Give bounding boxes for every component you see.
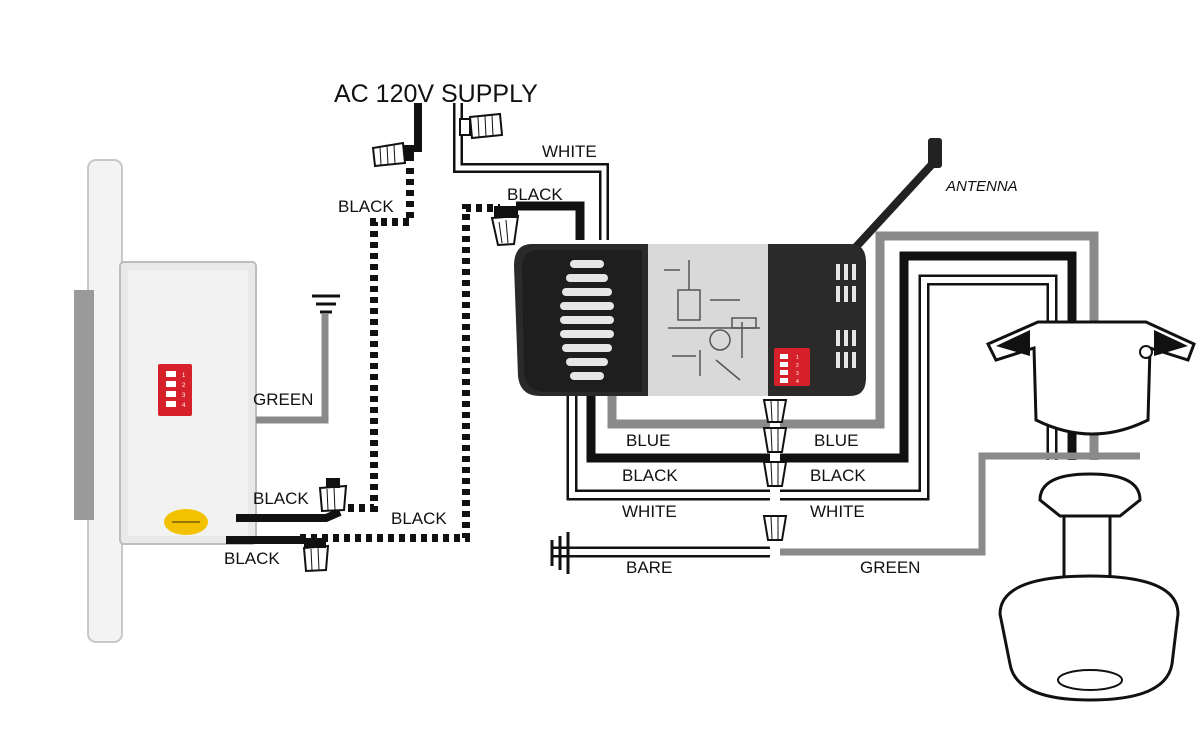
receiver-right-vents [836, 264, 856, 368]
switch-green-label: GREEN [253, 390, 313, 409]
junction-wire-nuts [762, 399, 788, 541]
receiver-dip-body [774, 348, 810, 386]
receiver-blue-wire [607, 395, 770, 429]
supply-white-wire-core [455, 103, 607, 240]
receiver-dip-switch [774, 348, 810, 386]
dashed-black-switch-to-receiver [300, 204, 500, 542]
wire-nut-icon [459, 112, 504, 140]
switch-dip-toggle [166, 381, 176, 387]
bottom-black-label: BLACK [391, 509, 447, 528]
wire-nut-icon [762, 461, 788, 487]
receiver-white-core [569, 395, 770, 498]
receiver-label-sticker [648, 244, 768, 396]
switch-black-top-label: BLACK [253, 489, 309, 508]
receiver-black-wire [586, 395, 770, 463]
switch-dip-switch [158, 364, 192, 416]
receiver-dip-toggle [780, 370, 788, 375]
receiver-wiring-diagram-illustration [664, 260, 760, 381]
supply-title: AC 120V SUPPLY [334, 80, 538, 108]
receiver-black-input [516, 201, 585, 240]
dashed-black-supply-to-switch [345, 168, 414, 512]
fan-motor-housing [998, 574, 1180, 702]
receiver-unit [514, 138, 942, 396]
wire-nut-icon [762, 427, 788, 453]
supply-white-label: WHITE [542, 142, 597, 161]
antenna-tip [928, 138, 942, 168]
fan-white-label: WHITE [810, 502, 865, 521]
switch-green-path [256, 314, 329, 424]
switch-dip-number: 2 [182, 383, 186, 389]
receiver-black-label: BLACK [622, 466, 678, 485]
receiver-dip-number: 4 [796, 379, 799, 385]
fan-blue-wire [780, 231, 1099, 460]
fan-black-label: BLACK [810, 466, 866, 485]
receiver-dip-toggle [780, 378, 788, 383]
warning-sticker [164, 509, 208, 535]
receiver-vents [560, 260, 614, 380]
ground-bare-label: BARE [626, 558, 672, 577]
wall-control-switch [74, 159, 257, 643]
switch-dip-toggle [166, 391, 176, 397]
switch-green-wire [256, 294, 340, 424]
fan-blue-label: BLUE [814, 431, 858, 450]
output-wires [550, 231, 1140, 574]
receiver-dip-toggle [780, 362, 788, 367]
receiver-dip-number: 2 [796, 363, 799, 369]
supply-black-label: BLACK [507, 185, 563, 204]
wire-nut-icon [302, 538, 330, 573]
fan-green-wire [780, 452, 1140, 556]
switch-dip-toggle [166, 401, 176, 407]
receiver-dip-toggle [780, 354, 788, 359]
switch-black-top-wire [236, 508, 342, 522]
fan-housing-hole [1057, 669, 1123, 691]
switch-dip-number: 4 [182, 403, 186, 409]
receiver-dip-number: 1 [796, 355, 799, 361]
switch-black-bottom-label: BLACK [224, 549, 280, 568]
wire-nut-icon [318, 478, 348, 513]
switch-dip-number: 3 [182, 393, 186, 399]
fan-green-label: GREEN [860, 558, 920, 577]
receiver-white-label: WHITE [622, 502, 677, 521]
switch-dip-toggle [166, 371, 176, 377]
fan-downrod [1062, 514, 1112, 582]
antenna-wire [852, 157, 939, 251]
wire-nuts [302, 112, 520, 573]
switch-side [74, 290, 94, 520]
wire-nut-icon [762, 515, 788, 541]
fan-ball-mount [1038, 472, 1142, 518]
left-black-label: BLACK [338, 197, 394, 216]
wire-nut-icon [762, 399, 788, 423]
switch-dip-number: 1 [182, 373, 186, 379]
ceiling-fan-mount [985, 320, 1196, 702]
wire-nut-icon [371, 141, 414, 168]
antenna-label: ANTENNA [945, 178, 1018, 195]
mounting-bracket [985, 320, 1196, 436]
wire-nut-icon [490, 206, 520, 247]
receiver-dip-number: 3 [796, 371, 799, 377]
supply-wires [226, 103, 609, 544]
receiver-blue-label: BLUE [626, 431, 670, 450]
